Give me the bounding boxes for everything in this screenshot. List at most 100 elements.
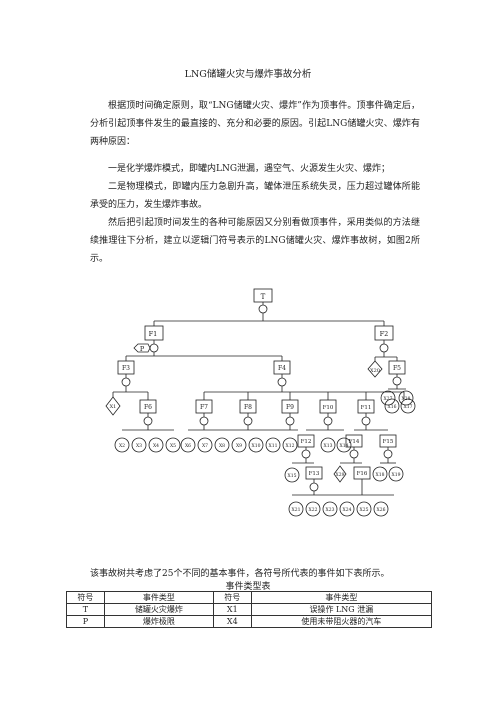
paragraph-method: 然后把引起顶时间发生的各种可能原因又分别看做顶事件，采用类似的方法继续推理往下分… <box>90 218 420 264</box>
fault-tree-basic-event <box>336 437 352 453</box>
fault-tree-node-f15-label: F15 <box>383 439 394 445</box>
fault-tree-gate <box>379 343 389 353</box>
fault-tree-gate <box>277 377 287 387</box>
fault-tree-event-x29 <box>333 465 347 483</box>
document-title: LNG储罐火灾与爆炸事故分析 <box>184 69 312 80</box>
table-header-row: 符号 事件类型 符号 事件类型 <box>66 591 433 604</box>
paragraph-intro: 根据顶时间确定原则，取“LNG储罐火灾、爆炸”作为顶事件。顶事件确定后，分析引起… <box>90 101 420 147</box>
fault-tree-basic-event <box>248 437 264 453</box>
fault-tree-gate <box>121 377 131 387</box>
table-cell: T <box>66 603 105 616</box>
table-cell: P <box>66 615 105 628</box>
fault-tree-basic-event <box>265 437 281 453</box>
table-header-cell: 事件类型 <box>103 591 214 604</box>
fault-tree-basic-event <box>373 501 389 517</box>
fault-tree-node-f4-label: F4 <box>278 365 286 372</box>
table-cell: 误操作 LNG 泄漏 <box>250 603 433 616</box>
fault-tree-basic-event <box>398 390 414 406</box>
table-row: P 爆炸极限 X4 使用未带阻火器的汽车 <box>66 615 433 628</box>
fault-tree-basic-event <box>131 437 147 453</box>
fault-tree-event-x29-label: X29 <box>336 472 345 478</box>
fault-tree-node-f16-label: F16 <box>357 471 368 477</box>
fault-tree-event-x1-label: X1 <box>110 404 117 410</box>
fault-tree-event-label: X24 <box>343 507 352 513</box>
fault-tree-event-label: X26 <box>377 507 386 513</box>
fault-tree-event-label: X6 <box>185 443 191 449</box>
fault-tree-event-x16-label: X16 <box>388 404 397 410</box>
fault-tree-event-label: X19 <box>392 472 401 478</box>
fault-tree-node-f2-label: F2 <box>380 330 389 338</box>
table-row: T 储罐火灾爆炸 X1 误操作 LNG 泄漏 <box>66 603 433 616</box>
fault-tree-gate <box>149 343 159 353</box>
fault-tree-event-label: X22 <box>309 507 318 513</box>
table-header-cell: 符号 <box>66 591 105 604</box>
fault-tree-gate <box>258 304 268 314</box>
fault-tree-basic-event <box>288 501 304 517</box>
fault-tree-event-label: X3 <box>136 443 142 449</box>
fault-tree-basic-event <box>388 466 404 482</box>
table-header-cell: 符号 <box>212 591 252 604</box>
table-header-cell: 事件类型 <box>250 591 433 604</box>
table-cell: 使用未带阻火器的汽车 <box>250 615 433 628</box>
fault-tree-basic-event <box>148 437 164 453</box>
fault-tree-event-label: X25 <box>360 507 369 513</box>
fault-tree-event-label: X4 <box>153 443 159 449</box>
fault-tree-figure: T F1 P F2 X20 F5 X27 X28 F3 X1 F6 <box>92 285 427 530</box>
fault-tree-basic-event <box>114 437 130 453</box>
fault-tree-node-f10-label: F10 <box>323 405 334 411</box>
fault-tree-gate <box>361 416 371 426</box>
fault-tree-event-label: X9 <box>236 443 242 449</box>
fault-tree-gate <box>143 416 153 426</box>
fault-tree-event-x17-label: X17 <box>404 404 413 410</box>
fault-tree-basic-event <box>180 437 196 453</box>
fault-tree-node-f14-label: F14 <box>349 439 360 445</box>
fault-tree-event-label: X21 <box>292 507 301 513</box>
fault-tree-event-x20 <box>367 360 383 378</box>
fault-tree-basic-event <box>282 437 298 453</box>
fault-tree-node-f5-label: F5 <box>393 365 401 372</box>
table-cell: 储罐火灾爆炸 <box>103 603 214 616</box>
fault-tree-basic-event <box>339 501 355 517</box>
fault-tree-basic-event <box>214 437 230 453</box>
paragraph-mode-chemical: 一是化学爆炸模式，即罐内LNG泄漏，遇空气、火源发生火灾、爆炸； <box>108 164 391 174</box>
fault-tree-condition-p <box>133 343 151 353</box>
fault-tree-basic-event <box>384 398 400 414</box>
table-caption: 事件类型表 <box>225 582 271 592</box>
fault-tree-event-label: X14 <box>340 443 349 449</box>
fault-tree-basic-event <box>320 437 336 453</box>
fault-tree-event-x1 <box>105 396 121 416</box>
table-cell: X1 <box>212 603 252 616</box>
fault-tree-basic-event <box>380 390 396 406</box>
fault-tree-node-f11-label: F11 <box>361 405 372 411</box>
event-type-table: 符号 事件类型 符号 事件类型 T 储罐火灾爆炸 X1 误操作 LNG 泄漏 P… <box>66 591 433 628</box>
fault-tree-basic-event <box>322 501 338 517</box>
fault-tree-event-label: X2 <box>119 443 125 449</box>
fault-tree-event-label: X23 <box>326 507 335 513</box>
fault-tree-basic-event <box>356 501 372 517</box>
fault-tree-event-x20-label: X20 <box>370 368 380 374</box>
fault-tree-basic-event <box>231 437 247 453</box>
fault-tree-condition-p-label: P <box>140 345 145 353</box>
fault-tree-event-label: X7 <box>202 443 208 449</box>
fault-tree-node-t-label: T <box>261 293 266 301</box>
fault-tree-event-label: X11 <box>269 443 278 449</box>
fault-tree-gate <box>243 416 253 426</box>
fault-tree-node-f1-label: F1 <box>149 330 158 338</box>
fault-tree-event-label: X10 <box>252 443 261 449</box>
fault-tree-node-f13-label: F13 <box>309 471 320 477</box>
fault-tree-basic-event <box>400 398 416 414</box>
fault-tree-basic-event <box>305 501 321 517</box>
fault-tree-basic-event <box>284 467 300 483</box>
fault-tree-gate <box>349 449 359 459</box>
fault-tree-event-x15-label: X15 <box>288 473 297 479</box>
fault-tree-event-label: X13 <box>324 443 333 449</box>
fault-tree-node-f9-label: F9 <box>286 404 294 411</box>
fault-tree-node-f12-label: F12 <box>301 439 312 445</box>
table-cell: 爆炸极限 <box>103 615 214 628</box>
fault-tree-event-label: X8 <box>219 443 225 449</box>
fault-tree-gate <box>285 416 295 426</box>
fault-tree-basic-event <box>165 437 181 453</box>
fault-tree-event-label: X18 <box>376 472 385 478</box>
fault-tree-gate <box>392 376 402 386</box>
fault-tree-node-f7-label: F7 <box>200 404 208 411</box>
